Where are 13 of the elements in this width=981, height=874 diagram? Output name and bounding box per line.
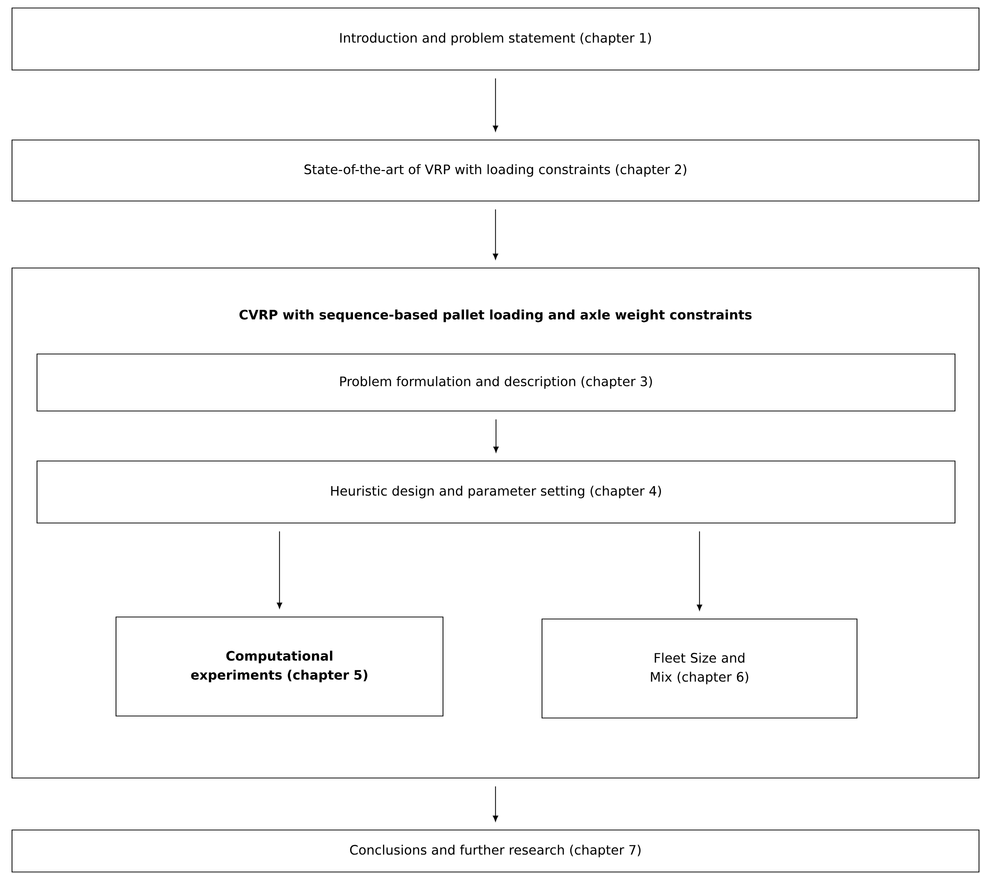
arrow [696, 531, 702, 611]
process-box: Fleet Size and Mix (chapter 6) [542, 618, 858, 718]
arrow [492, 209, 498, 260]
process-box: Introduction and problem statement (chapter 1) [12, 8, 980, 70]
arrow [492, 786, 498, 822]
arrow [493, 419, 499, 453]
process-box: Computational experiments (chapter 5) [116, 616, 444, 716]
arrow [276, 531, 282, 609]
process-box: State-of-the-art of VRP with loading constraints (chapter 2) [12, 140, 980, 202]
arrow [492, 78, 498, 132]
process-box: Conclusions and further research (chapter 7) [12, 830, 980, 872]
process-box: Heuristic design and parameter setting (chapter 4) [36, 460, 956, 524]
process-box: Problem formulation and description (chapter 3) [36, 354, 956, 412]
